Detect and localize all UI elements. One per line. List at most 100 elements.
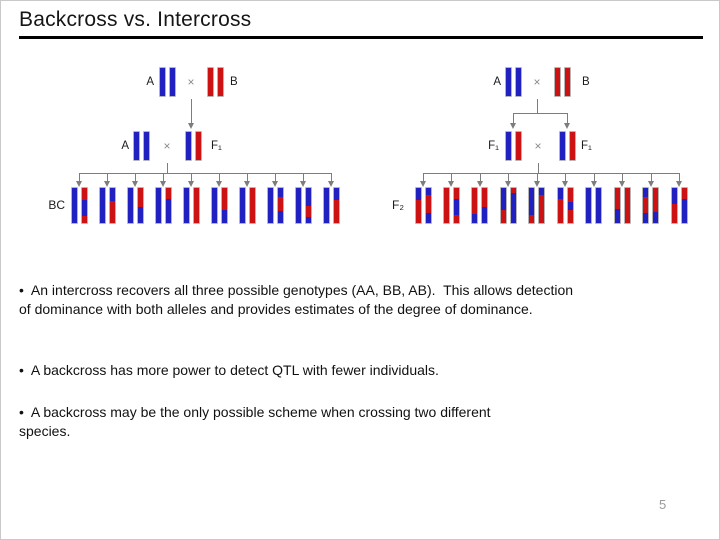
bullet-marker: • bbox=[19, 282, 24, 298]
bullet-text: A backcross has more power to detect QTL… bbox=[30, 362, 439, 378]
backcross-offspring-pair bbox=[266, 187, 284, 224]
chromosome-segment-a bbox=[159, 68, 165, 96]
chromosome-segment-b bbox=[472, 188, 478, 215]
chromosome bbox=[528, 187, 536, 224]
chromosome-segment-a bbox=[681, 198, 687, 223]
chromosome bbox=[652, 187, 660, 224]
chromosome bbox=[613, 187, 621, 224]
connector-line bbox=[167, 163, 168, 174]
down-arrowhead-icon bbox=[647, 181, 654, 187]
backcross-offspring-pair bbox=[98, 187, 116, 224]
backcross-offspring-pair bbox=[182, 187, 200, 224]
down-arrowhead-icon bbox=[328, 181, 334, 187]
down-arrowhead-icon bbox=[476, 181, 483, 187]
connector-line bbox=[593, 173, 595, 182]
connector-line bbox=[565, 173, 567, 182]
intercross-gen1-right-pair bbox=[553, 67, 571, 97]
chromosome bbox=[642, 187, 650, 224]
connector-line bbox=[331, 173, 332, 182]
branch-line bbox=[423, 173, 680, 174]
chromosome-segment-a bbox=[305, 217, 311, 223]
chromosome-segment-a bbox=[567, 202, 573, 210]
page-number: 5 bbox=[659, 497, 667, 512]
chromosome-segment-a bbox=[221, 209, 227, 223]
chromosome bbox=[563, 67, 571, 97]
down-arrowhead-icon bbox=[564, 123, 570, 129]
chromosome bbox=[566, 187, 574, 224]
down-arrowhead-icon bbox=[510, 123, 516, 129]
chromosome-segment-a bbox=[109, 188, 115, 201]
chromosome-segment-b bbox=[653, 188, 659, 212]
chromosome-segment-b bbox=[277, 196, 283, 211]
down-arrowhead-icon bbox=[160, 181, 166, 187]
chromosome-segment-a bbox=[133, 132, 139, 160]
chromosome-segment-a bbox=[510, 192, 516, 223]
backcross-gen2-left-label: A bbox=[121, 140, 129, 152]
chromosome bbox=[142, 131, 150, 161]
chromosome-segment-a bbox=[529, 188, 535, 216]
chromosome-segment-b bbox=[515, 132, 521, 160]
backcross-gen1-right-label: B bbox=[230, 76, 238, 88]
chromosome-segment-a bbox=[277, 210, 283, 223]
chromosome-segment-a bbox=[185, 132, 191, 160]
connector-line bbox=[451, 173, 453, 182]
backcross-offspring-pair bbox=[70, 187, 88, 224]
chromosome-segment-b bbox=[165, 188, 171, 199]
connector-line bbox=[622, 173, 624, 182]
bullet-marker: • bbox=[19, 362, 24, 378]
chromosome-segment-a bbox=[453, 199, 459, 215]
chromosome-segment-b bbox=[614, 188, 620, 209]
chromosome bbox=[216, 67, 224, 97]
backcross-offspring-label: BC bbox=[48, 198, 65, 212]
chromosome-segment-b bbox=[81, 188, 87, 200]
chromosome-segment-a bbox=[71, 188, 77, 223]
chromosome bbox=[538, 187, 546, 224]
backcross-gen2-left-pair bbox=[132, 131, 150, 161]
chromosome-segment-a bbox=[614, 209, 620, 223]
chromosome-segment-b bbox=[529, 215, 535, 223]
chromosome bbox=[248, 187, 256, 224]
chromosome-segment-a bbox=[277, 188, 283, 197]
chromosome-segment-b bbox=[453, 214, 459, 223]
intercross-gen2-left-pair bbox=[504, 131, 522, 161]
chromosome-segment-a bbox=[671, 188, 677, 204]
chromosome bbox=[556, 187, 564, 224]
connector-line bbox=[479, 173, 481, 182]
chromosome bbox=[442, 187, 450, 224]
chromosome bbox=[192, 187, 200, 224]
down-arrowhead-icon bbox=[590, 181, 597, 187]
chromosome bbox=[471, 187, 479, 224]
backcross-gen2-right-pair bbox=[184, 131, 202, 161]
chromosome-segment-a bbox=[505, 68, 511, 96]
chromosome-segment-a bbox=[539, 188, 545, 195]
chromosome bbox=[276, 187, 284, 224]
chromosome bbox=[504, 67, 512, 97]
chromosome bbox=[154, 187, 162, 224]
chromosome-segment-a bbox=[643, 212, 649, 223]
chromosome-segment-b bbox=[305, 206, 311, 218]
intercross-gen2-left-label: F₁ bbox=[488, 140, 499, 152]
chromosome-segment-b bbox=[137, 188, 143, 208]
backcross-gen1-right-pair bbox=[206, 67, 224, 97]
chromosome-segment-a bbox=[143, 132, 149, 160]
chromosome-segment-b bbox=[193, 188, 199, 223]
chromosome-segment-b bbox=[567, 188, 573, 202]
chromosome bbox=[266, 187, 274, 224]
intercross-offspring-pair bbox=[528, 187, 546, 224]
connector-line bbox=[79, 173, 80, 182]
backcross-offspring-pair bbox=[154, 187, 172, 224]
chromosome bbox=[238, 187, 246, 224]
chromosome-segment-a bbox=[81, 199, 87, 216]
chromosome-segment-a bbox=[482, 207, 488, 223]
bullet-intercross-genotypes: •An intercross recovers all three possib… bbox=[19, 281, 579, 319]
chromosome bbox=[680, 187, 688, 224]
down-arrowhead-icon bbox=[132, 181, 138, 187]
chromosome bbox=[168, 67, 176, 97]
chromosome bbox=[585, 187, 593, 224]
down-arrowhead-icon bbox=[562, 181, 569, 187]
chromosome-segment-b bbox=[557, 198, 563, 223]
chromosome-segment-b bbox=[500, 209, 506, 223]
chromosome-segment-a bbox=[211, 188, 217, 223]
down-arrowhead-icon bbox=[676, 181, 682, 187]
chromosome bbox=[184, 131, 192, 161]
